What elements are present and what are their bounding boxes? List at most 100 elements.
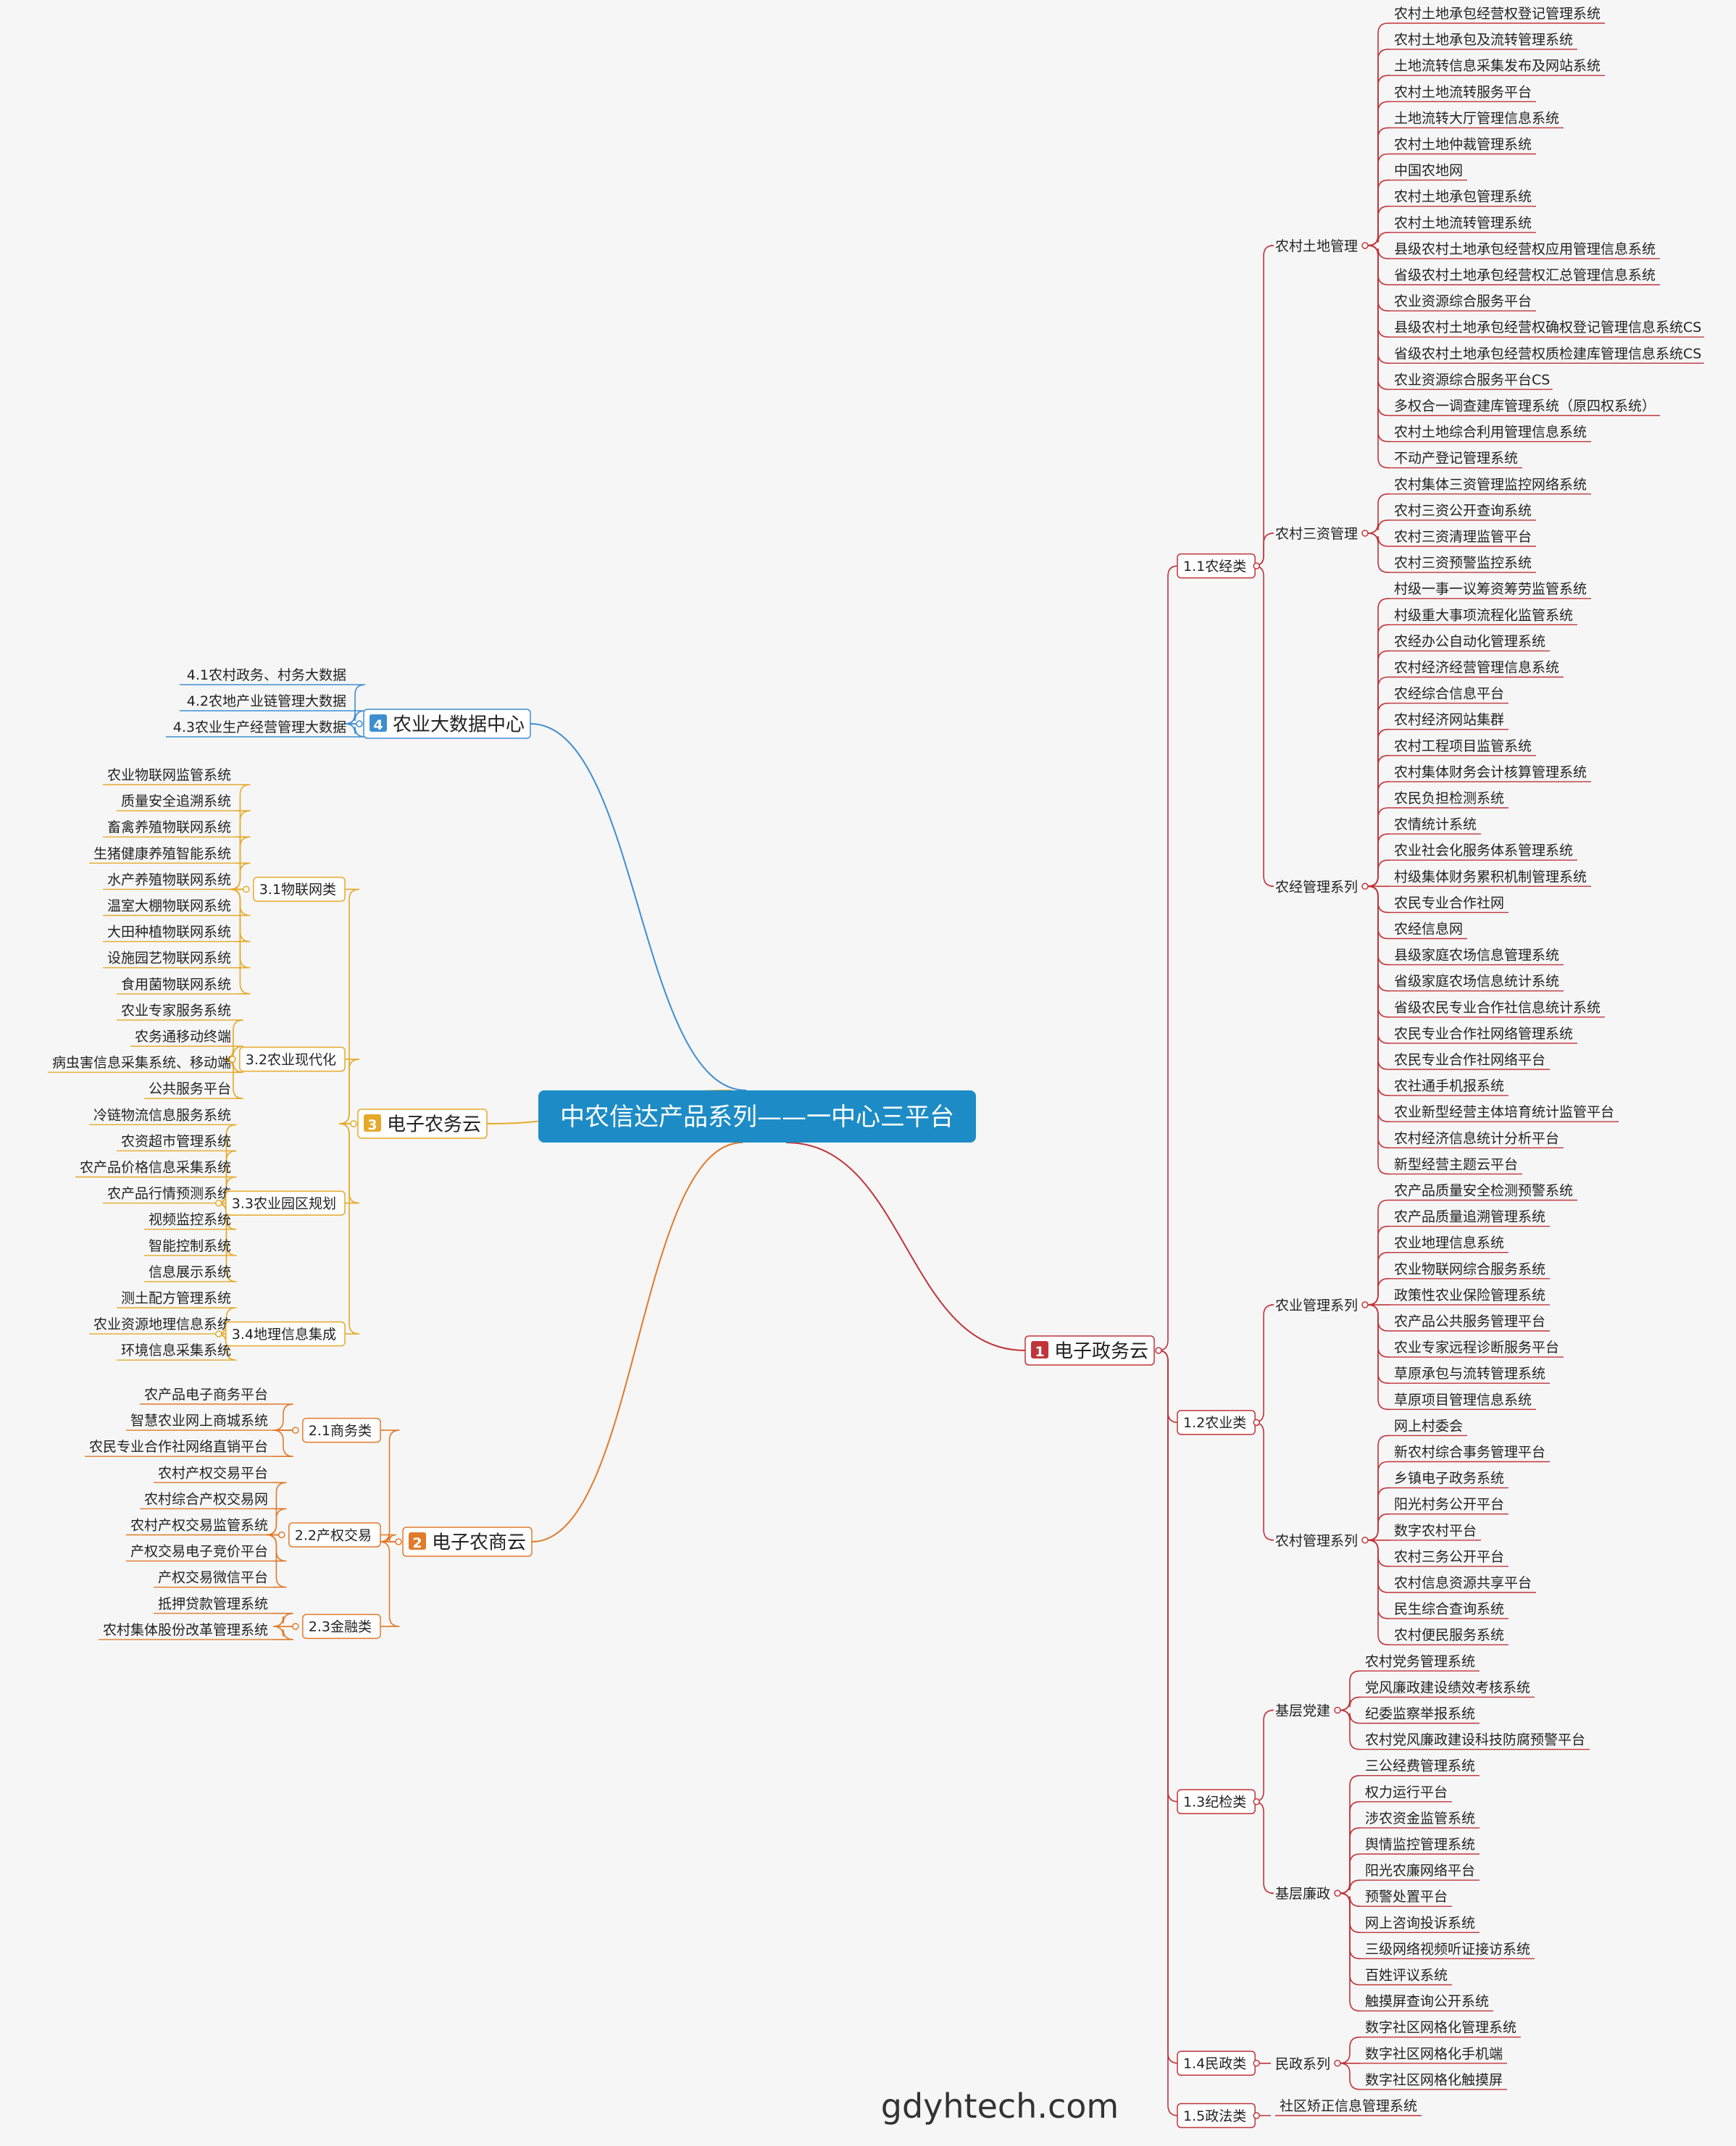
group-label[interactable]: 基层党建 (1275, 1703, 1330, 1719)
sub-topic[interactable]: 3.1物联网类 (259, 882, 336, 898)
collapse-handle-icon[interactable] (278, 1531, 285, 1539)
collapse-handle-icon[interactable] (1361, 242, 1369, 249)
leaf-item: 农村党务管理系统 (1365, 1653, 1475, 1669)
root-node-box[interactable] (538, 1090, 976, 1143)
collapse-handle-icon[interactable] (356, 720, 363, 727)
connector (1339, 1879, 1361, 1894)
collapse-handle-icon[interactable] (1361, 1301, 1369, 1308)
sub-topic[interactable]: 2.2产权交易 (295, 1527, 372, 1543)
group-label[interactable]: 农业管理系列 (1275, 1298, 1358, 1314)
sub-topic-box[interactable] (225, 1321, 346, 1347)
branch-2-box[interactable] (402, 1527, 533, 1557)
leaf-item: 农务通移动终端 (135, 1029, 231, 1045)
sub-topic[interactable]: 2.1商务类 (309, 1423, 372, 1439)
collapse-handle-icon[interactable] (1334, 1890, 1341, 1897)
group-label: 社区矫正信息管理系统 (1280, 2098, 1417, 2114)
sub-topic-box[interactable] (302, 1417, 381, 1443)
sub-topic[interactable]: 3.3农业园区规划 (232, 1195, 336, 1211)
leaf-item: 农村三资清理监管平台 (1394, 529, 1532, 545)
collapse-handle-icon[interactable] (292, 1427, 299, 1434)
collapse-handle-icon[interactable] (1253, 2060, 1260, 2067)
collapse-handle-icon[interactable] (1334, 2060, 1341, 2067)
leaf-item: 多权合一调查建库管理系统（原四权系统） (1394, 398, 1656, 414)
leaf-item: 农村经济网站集群 (1394, 712, 1504, 728)
collapse-handle-icon[interactable] (1361, 882, 1369, 890)
connector-lines (216, 22, 1390, 2116)
leaf-item: 权力运行平台 (1365, 1784, 1448, 1800)
leaf-item: 民生综合查询系统 (1394, 1601, 1504, 1617)
connector (344, 723, 366, 738)
sub-topic-box[interactable] (239, 1046, 346, 1072)
connector (222, 1059, 243, 1099)
leaf-item: 农民专业合作社网络平台 (1394, 1052, 1545, 1068)
group-label[interactable]: 农村管理系列 (1275, 1533, 1358, 1549)
branch-2[interactable]: 电子农商云 (432, 1532, 526, 1553)
leaf-item: 环境信息采集系统 (121, 1343, 231, 1358)
leaf-item: 农村土地流转管理系统 (1394, 215, 1532, 231)
leaf-item: 病虫害信息采集系统、移动端 (52, 1055, 231, 1071)
collapse-handle-icon[interactable] (350, 1120, 357, 1127)
number-badge-icon (1031, 1341, 1048, 1358)
sub-topic[interactable]: 1.2农业类 (1183, 1415, 1246, 1431)
collapse-handle-icon[interactable] (1361, 1537, 1369, 1544)
collapse-handle-icon[interactable] (1253, 2112, 1260, 2119)
sub-topic-box[interactable] (253, 877, 346, 902)
connector (1366, 1540, 1390, 1645)
sub-topic[interactable]: 3.4地理信息集成 (232, 1327, 336, 1343)
sub-topic-box[interactable] (288, 1522, 381, 1548)
leaf-item: 数字农村平台 (1394, 1523, 1477, 1539)
sub-topic-box[interactable] (302, 1613, 381, 1640)
collapse-handle-icon[interactable] (395, 1538, 402, 1545)
leaf-item: 农村土地承包经营权登记管理系统 (1394, 6, 1601, 22)
branch-1[interactable]: 电子政务云 (1054, 1340, 1148, 1362)
sub-topic[interactable]: 1.1农经类 (1183, 559, 1246, 575)
branch-4[interactable]: 农业大数据中心 (393, 714, 525, 735)
collapse-handle-icon[interactable] (292, 1623, 299, 1630)
collapse-handle-icon[interactable] (1253, 562, 1260, 569)
collapse-handle-icon[interactable] (229, 1056, 236, 1063)
sub-topic[interactable]: 1.5政法类 (1183, 2108, 1246, 2124)
group-label[interactable]: 基层廉政 (1275, 1886, 1330, 1902)
leaf-item: 农业新型经营主体培育统计监管平台 (1394, 1104, 1614, 1120)
branch-1-box[interactable] (1025, 1335, 1155, 1366)
group-label[interactable]: 农村土地管理 (1275, 238, 1358, 254)
sub-topic[interactable]: 1.3纪检类 (1183, 1795, 1246, 1811)
branch-4-box[interactable] (363, 709, 531, 739)
number-badge-icon (364, 1114, 381, 1132)
root-node-title[interactable]: 中农信达产品系列——一中心三平台 (560, 1103, 954, 1132)
group-label[interactable]: 民政系列 (1275, 2056, 1330, 2072)
collapse-handle-icon[interactable] (215, 1199, 222, 1207)
sub-topic-box[interactable] (225, 1190, 346, 1216)
connector (1366, 533, 1390, 573)
leaf-item: 触摸屏查询公开系统 (1365, 1994, 1489, 2010)
connector (272, 1626, 294, 1640)
leaf-item: 百姓评议系统 (1365, 1968, 1448, 1984)
leaf-item: 质量安全追溯系统 (121, 793, 231, 809)
branch-3[interactable]: 电子农务云 (387, 1114, 481, 1135)
leaf-item: 农业物联网监管系统 (107, 767, 231, 783)
leaf-item: 党风廉政建设绩效考核系统 (1365, 1679, 1530, 1695)
leaf-item: 中国农地网 (1394, 163, 1463, 179)
leaf-item: 数字社区网格化管理系统 (1365, 2020, 1516, 2036)
sub-topic[interactable]: 1.4民政类 (1183, 2056, 1246, 2072)
group-label[interactable]: 农村三资管理 (1275, 526, 1358, 542)
leaf-item: 土地流转信息采集发布及网站系统 (1394, 58, 1601, 74)
connector (1339, 1709, 1361, 1750)
collapse-handle-icon[interactable] (1155, 1347, 1162, 1354)
collapse-handle-icon[interactable] (1253, 1419, 1260, 1427)
leaf-item: 农经办公自动化管理系统 (1394, 633, 1545, 649)
branch-3-box[interactable] (357, 1109, 488, 1139)
collapse-handle-icon[interactable] (1253, 1798, 1260, 1805)
collapse-handle-icon[interactable] (1361, 530, 1369, 537)
sub-topic[interactable]: 2.3金融类 (309, 1619, 372, 1635)
leaf-item: 测土配方管理系统 (121, 1290, 231, 1306)
collapse-handle-icon[interactable] (215, 1330, 222, 1337)
collapse-handle-icon[interactable] (1334, 1706, 1341, 1714)
sub-topic[interactable]: 3.2农业现代化 (246, 1052, 336, 1068)
leaf-item: 农情统计系统 (1394, 817, 1477, 832)
leaf-item: 农业资源综合服务平台 (1394, 293, 1532, 309)
group-label[interactable]: 农经管理系列 (1275, 879, 1358, 895)
collapse-handle-icon[interactable] (243, 885, 250, 893)
leaf-item: 预警处置平台 (1365, 1889, 1448, 1905)
